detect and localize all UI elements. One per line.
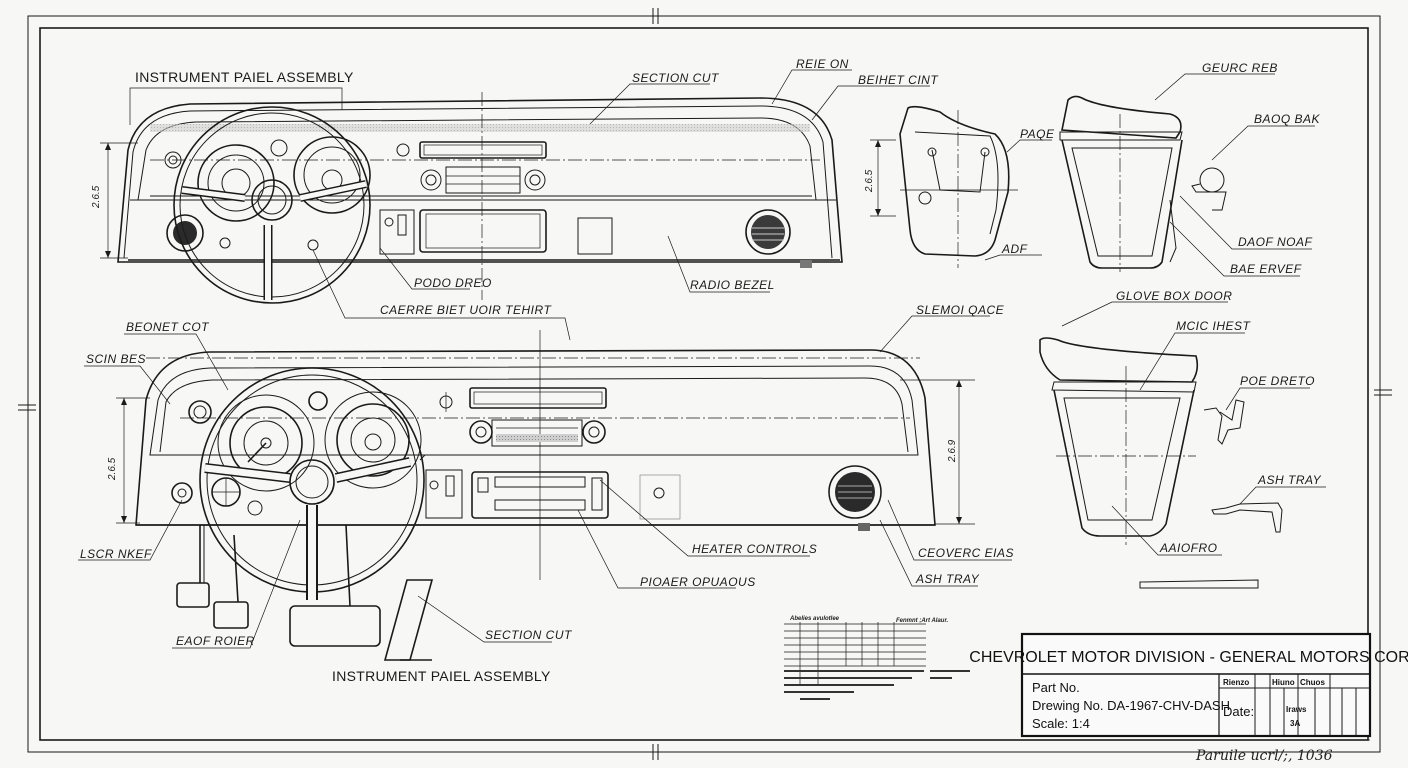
label-pioaer-opuaous: PIOAER OPUAOUS — [640, 575, 756, 589]
label-baoq-bak: BAOQ BAK — [1254, 112, 1321, 126]
label-eaof-roier: EAOF ROIER — [176, 634, 255, 648]
label-poe-dreto: POE DRETO — [1240, 374, 1315, 388]
dim-detail-left: 2.6.5 — [864, 169, 875, 193]
label-section-cut-bottom: SECTION CUT — [485, 628, 573, 642]
top-instrument-panel-view: INSTRUMENT PAIEL ASSEMBLY — [91, 57, 939, 341]
cell-note-2: 3A — [1290, 719, 1300, 728]
label-ceoverc-eias: CEOVERC EIAS — [918, 546, 1014, 560]
date-label: Date: — [1223, 704, 1254, 719]
notes-table: Abelies avulotlee Fenmnt ;Art Alaur. — [784, 616, 970, 700]
part-no-label: Part No. — [1032, 680, 1080, 695]
label-daof-noaf: DAOF NOAF — [1238, 235, 1312, 249]
title-block: CHEVROLET MOTOR DIVISION - GENERAL MOTOR… — [969, 632, 1408, 764]
label-geurc-reb: GEURC REB — [1202, 61, 1278, 75]
pedals — [176, 524, 434, 661]
bottom-steering-wheel — [199, 367, 425, 600]
dim-top-left: 2.6.5 — [91, 185, 102, 209]
label-podo-dreo: PODO DREO — [414, 276, 492, 290]
label-ash-tray-bottom: ASH TRAY — [915, 572, 980, 586]
col-header-1: Rienzo — [1223, 678, 1249, 687]
col-header-3: Chuos — [1300, 678, 1325, 687]
label-beihet-cint: BEIHET CINT — [858, 73, 939, 87]
detail-glove-box-door: GLOVE BOX DOOR MCIC IHEST POE DRETO ASH … — [1039, 289, 1326, 589]
label-slemoi-qace: SLEMOI QACE — [916, 303, 1005, 317]
label-caerre: CAERRE BIET UOIR TEHIRT — [380, 303, 552, 317]
detail-glove-box-top: GEURC REB BAOQ BAK DAOF NOAF BAE ERVEF — [1059, 61, 1321, 277]
notes-header-right: Fenmnt ;Art Alaur. — [896, 618, 948, 624]
dim-bottom-left: 2.6.5 — [107, 457, 118, 481]
notes-header-left: Abelies avulotlee — [789, 616, 840, 622]
col-header-2: Hiuno — [1272, 678, 1295, 687]
label-bae-ervef: BAE ERVEF — [1230, 262, 1302, 276]
label-scin-bes: SCIN BES — [86, 352, 146, 366]
top-title: INSTRUMENT PAIEL ASSEMBLY — [135, 69, 354, 85]
company-name: CHEVROLET MOTOR DIVISION - GENERAL MOTOR… — [969, 649, 1408, 666]
label-mcic-ihest: MCIC IHEST — [1176, 319, 1252, 333]
label-section-cut-top: SECTION CUT — [632, 71, 720, 85]
detail-bracket: 2.6.5 PAQE ADF — [864, 105, 1055, 268]
label-paqe: PAQE — [1020, 127, 1055, 141]
label-lscr-nkef: LSCR NKEF — [80, 547, 152, 561]
top-steering-wheel — [173, 106, 371, 304]
drawing-number: Drewing No. DA-1967-CHV-DASH — [1032, 698, 1230, 713]
bottom-instrument-panel-view: 2.6.5 2.6.9 BEONET COT SCIN BES SLEMOI Q… — [78, 303, 1014, 684]
label-ash-tray-detail: ASH TRAY — [1257, 473, 1322, 487]
bottom-title: INSTRUMENT PAIEL ASSEMBLY — [332, 668, 551, 684]
label-adf: ADF — [1001, 242, 1028, 256]
label-reie-on: REIE ON — [796, 57, 849, 71]
label-glove-box-door: GLOVE BOX DOOR — [1116, 289, 1232, 303]
drawing-border — [18, 8, 1392, 760]
signature: Paruile ucrl/;, 1036 — [1195, 748, 1333, 764]
dim-bottom-right: 2.6.9 — [947, 439, 958, 463]
scale: Scale: 1:4 — [1032, 716, 1090, 731]
cell-note: Iraws — [1286, 705, 1307, 714]
label-heater-controls: HEATER CONTROLS — [692, 542, 817, 556]
label-beonet-cot: BEONET COT — [126, 320, 210, 334]
label-aaiofro: AAIOFRO — [1159, 541, 1218, 555]
label-radio-bezel: RADIO BEZEL — [690, 278, 775, 292]
